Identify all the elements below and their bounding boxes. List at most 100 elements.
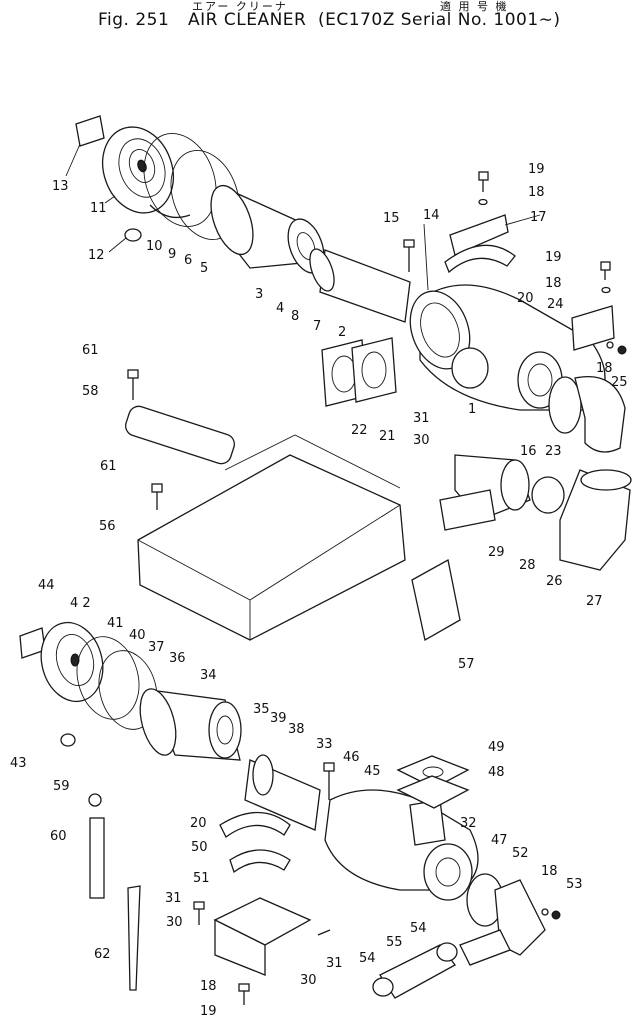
callout-56: 56 (99, 519, 116, 534)
callout-18a: 18 (528, 185, 545, 200)
callout-18c: 18 (596, 361, 613, 376)
gasket-strip (125, 405, 235, 465)
callout-29: 29 (488, 545, 505, 560)
callout-34: 34 (200, 668, 217, 683)
callout-24: 24 (547, 297, 564, 312)
hose-clamp (531, 476, 565, 514)
callout-18e: 18 (200, 979, 217, 994)
callout-18d: 18 (541, 864, 558, 879)
callout-52: 52 (512, 846, 529, 861)
callout-46: 46 (343, 750, 360, 765)
upper-air-cleaner-assembly (65, 115, 627, 453)
figure-number: Fig. 251 (98, 10, 170, 30)
intake-gasket (439, 489, 496, 531)
callout-13: 13 (52, 179, 69, 194)
plate (571, 305, 615, 351)
callout-15: 15 (383, 211, 400, 226)
callout-54a: 54 (359, 951, 376, 966)
band-strap-lower (219, 812, 291, 838)
callout-39: 39 (270, 711, 287, 726)
elbow-pipe (574, 376, 626, 453)
callout-31b: 31 (165, 891, 182, 906)
callout-61b: 61 (100, 459, 117, 474)
lower-air-cleaner-assembly (19, 621, 561, 1005)
callout-43: 43 (10, 756, 27, 771)
callout-12: 12 (88, 248, 105, 263)
nut-lower (551, 910, 561, 920)
callout-54b: 54 (410, 921, 427, 936)
gasket-plate-lower (396, 775, 470, 809)
applicable-serial: (EC170Z Serial No. 1001∼) (318, 10, 561, 30)
dust-valve (124, 228, 142, 242)
callout-35: 35 (253, 702, 270, 717)
mounting-frame (125, 369, 632, 642)
callout-22: 22 (351, 423, 368, 438)
japanese-title: エアー クリーナ (192, 0, 288, 13)
callout-57: 57 (458, 657, 475, 672)
callout-16: 16 (520, 444, 537, 459)
callout-36: 36 (169, 651, 186, 666)
gasket-ring (143, 132, 217, 228)
callout-26: 26 (546, 574, 563, 589)
callout-2: 2 (338, 325, 346, 340)
callout-19a: 19 (528, 162, 545, 177)
callout-47: 47 (491, 833, 508, 848)
callout-51: 51 (193, 871, 210, 886)
nut (617, 345, 627, 355)
callout-48: 48 (488, 765, 505, 780)
callout-61a: 61 (82, 343, 99, 358)
callout-19c: 19 (200, 1004, 217, 1018)
callout-14: 14 (423, 208, 440, 223)
callout-50: 50 (191, 840, 208, 855)
callout-44: 44 (38, 578, 55, 593)
callout-4: 4 (276, 301, 284, 316)
callout-60: 60 (50, 829, 67, 844)
callout-1: 1 (468, 402, 476, 417)
u-bracket (411, 558, 461, 642)
callout-37: 37 (148, 640, 165, 655)
callout-33: 33 (316, 737, 333, 752)
callout-42: 4 2 (70, 596, 91, 611)
callout-3: 3 (255, 287, 263, 302)
callout-62: 62 (94, 947, 111, 962)
callout-41: 41 (107, 616, 124, 631)
callout-23: 23 (545, 444, 562, 459)
callout-59: 59 (53, 779, 70, 794)
callout-31a: 31 (413, 411, 430, 426)
callout-38: 38 (288, 722, 305, 737)
cable-tie (127, 885, 141, 991)
callout-labels: 13 11 12 10 9 6 5 3 4 8 7 2 15 14 17 19 … (10, 162, 628, 1018)
mounting-bracket (449, 214, 509, 256)
callout-31c: 31 (326, 956, 343, 971)
callout-6: 6 (184, 253, 192, 268)
clip (88, 793, 102, 807)
support-frame-56 (137, 454, 406, 641)
callout-30a: 30 (413, 433, 430, 448)
short-hose (459, 929, 511, 966)
figure-title: AIR CLEANER (188, 10, 307, 30)
flange-plate (351, 337, 397, 403)
callout-19b: 19 (545, 250, 562, 265)
callout-10: 10 (146, 239, 163, 254)
callout-20b: 20 (190, 816, 207, 831)
callout-17: 17 (530, 210, 547, 225)
callout-30b: 30 (166, 915, 183, 930)
callout-25: 25 (611, 375, 628, 390)
gasket-ring-lower (76, 636, 140, 720)
callout-53: 53 (566, 877, 583, 892)
callout-18b: 18 (545, 276, 562, 291)
vent-pipe (89, 817, 105, 899)
callout-28: 28 (519, 558, 536, 573)
japanese-serial-label: 適 用 号 機 (440, 0, 509, 13)
figure-header: エアー クリーナ 適 用 号 機 Fig. 251 AIR CLEANER (E… (0, 0, 642, 40)
callout-27: 27 (586, 594, 603, 609)
callout-40: 40 (129, 628, 146, 643)
callout-9: 9 (168, 247, 176, 262)
callout-21: 21 (379, 429, 396, 444)
callout-58: 58 (82, 384, 99, 399)
clamp-band (149, 204, 191, 219)
rubber-hose (559, 469, 631, 571)
callout-8: 8 (291, 309, 299, 324)
callout-45: 45 (364, 764, 381, 779)
